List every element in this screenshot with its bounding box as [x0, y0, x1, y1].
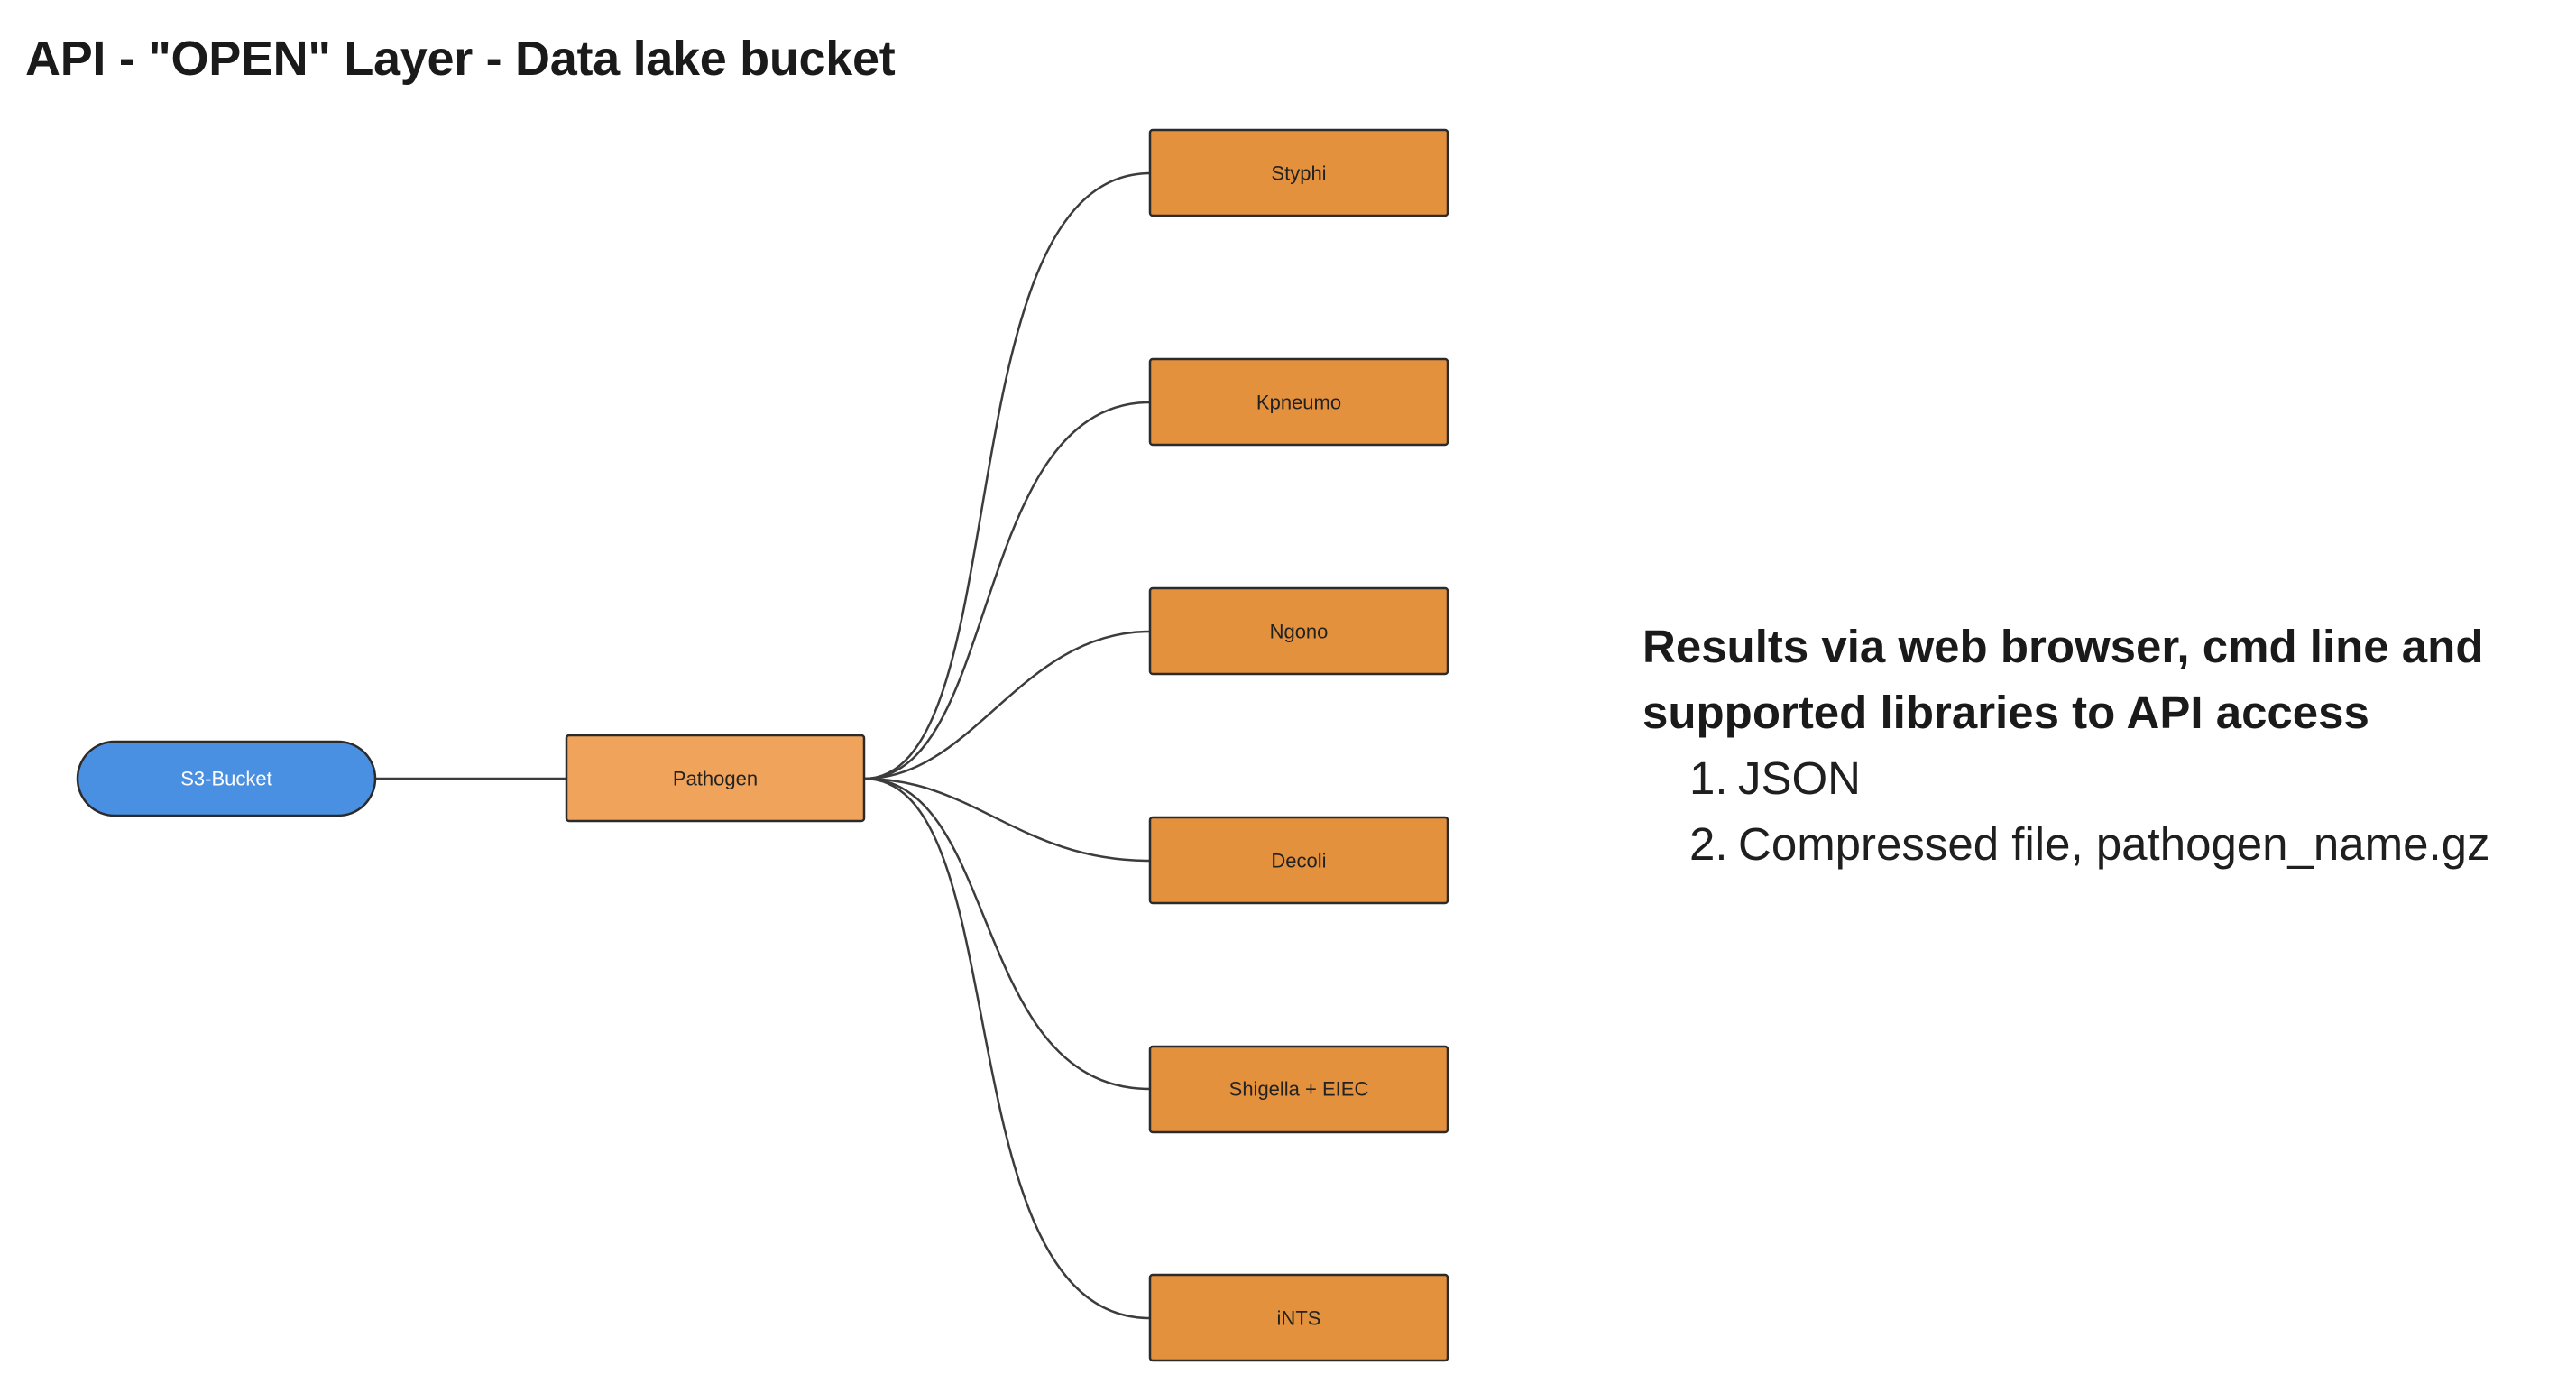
node-ngono[interactable]: Ngono	[1148, 586, 1449, 676]
page-title: API - "OPEN" Layer - Data lake bucket	[25, 32, 896, 86]
node-styphi[interactable]: Styphi	[1148, 128, 1449, 217]
results-list-item-text: JSON	[1738, 752, 1862, 804]
edge-pathogen-kpneumo	[863, 401, 1151, 780]
edge-pathogen-styphi	[863, 171, 1151, 780]
node-ints-label: iNTS	[1277, 1307, 1321, 1330]
results-list-item-text: Compressed file, pathogen_name.gz	[1738, 818, 2490, 870]
results-list-item: 2.Compressed file, pathogen_name.gz	[1689, 811, 2544, 877]
results-heading: Results via web browser, cmd line and su…	[1642, 614, 2544, 745]
node-pathogen-label: Pathogen	[673, 768, 758, 790]
edge-pathogen-decoli	[863, 777, 1151, 863]
node-kpneumo[interactable]: Kpneumo	[1148, 357, 1449, 447]
node-styphi-label: Styphi	[1271, 162, 1326, 185]
node-kpneumo-label: Kpneumo	[1256, 392, 1341, 414]
results-list: 1.JSON 2.Compressed file, pathogen_name.…	[1642, 745, 2544, 877]
edge-pathogen-ints	[863, 777, 1151, 1320]
results-list-item-number: 2.	[1689, 818, 1728, 870]
node-s3-bucket-label: S3-Bucket	[180, 768, 272, 790]
results-heading-line-2: supported libraries to API access	[1642, 687, 2369, 738]
diagram-nodes: S3-Bucket Pathogen Styphi Kpneumo Ngono …	[76, 128, 1449, 1362]
node-pathogen[interactable]: Pathogen	[565, 734, 866, 823]
results-list-item: 1.JSON	[1689, 745, 2544, 811]
results-text-block: Results via web browser, cmd line and su…	[1642, 614, 2544, 877]
node-shigella-eiec-label: Shigella + EIEC	[1229, 1078, 1369, 1101]
edge-pathogen-shigella	[863, 777, 1151, 1091]
connector-lines	[375, 171, 1151, 1320]
edge-pathogen-ngono	[863, 630, 1151, 780]
node-s3-bucket[interactable]: S3-Bucket	[76, 740, 377, 817]
node-ngono-label: Ngono	[1270, 621, 1329, 643]
node-ints[interactable]: iNTS	[1148, 1273, 1449, 1362]
results-heading-line-1: Results via web browser, cmd line and	[1642, 621, 2484, 672]
node-decoli-label: Decoli	[1271, 850, 1326, 872]
node-decoli[interactable]: Decoli	[1148, 816, 1449, 905]
node-shigella-eiec[interactable]: Shigella + EIEC	[1148, 1045, 1449, 1134]
results-list-item-number: 1.	[1689, 752, 1728, 804]
